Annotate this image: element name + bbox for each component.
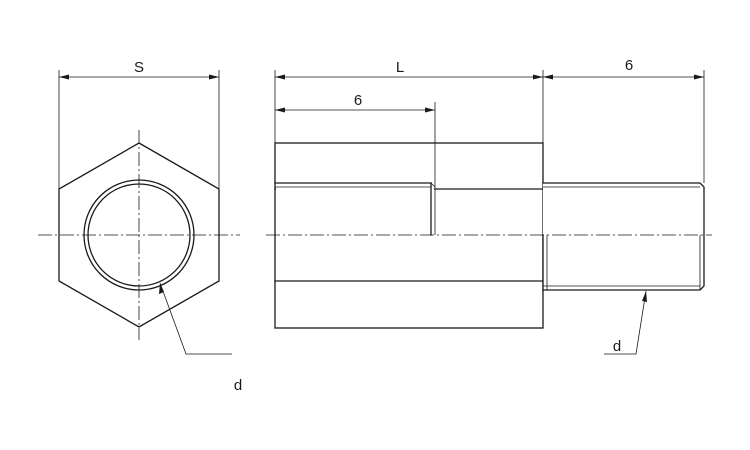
side-view: L 6 6 d — [266, 57, 712, 355]
female-thread-chamfer — [430, 182, 436, 188]
d-label-side-view: d — [613, 338, 621, 355]
female-depth-arrow-left — [275, 107, 285, 113]
male-length-label: 6 — [625, 57, 633, 74]
l-arrow-right — [533, 74, 543, 80]
s-dimension-label: S — [134, 59, 144, 76]
l-arrow-left — [275, 74, 285, 80]
hex-body-outline — [274, 142, 544, 329]
male-thread-outline — [542, 182, 705, 291]
end-view: S d — [38, 59, 242, 394]
female-depth-label: 6 — [354, 92, 362, 109]
s-arrow-left — [59, 74, 69, 80]
s-arrow-right — [209, 74, 219, 80]
l-dimension-label: L — [396, 59, 404, 76]
male-length-arrow-left — [543, 74, 553, 80]
d-leader-arrow-end-view — [159, 283, 164, 294]
female-depth-arrow-right — [425, 107, 435, 113]
female-thread-fill — [276, 183, 434, 235]
d-leader-side-view — [604, 290, 647, 355]
d-leader-arrow-side-view — [642, 291, 647, 302]
d-label-end-view: d — [234, 377, 242, 394]
d-leader-end-view — [159, 282, 232, 355]
male-length-arrow-right — [694, 74, 704, 80]
male-thread-fill — [543, 183, 704, 290]
